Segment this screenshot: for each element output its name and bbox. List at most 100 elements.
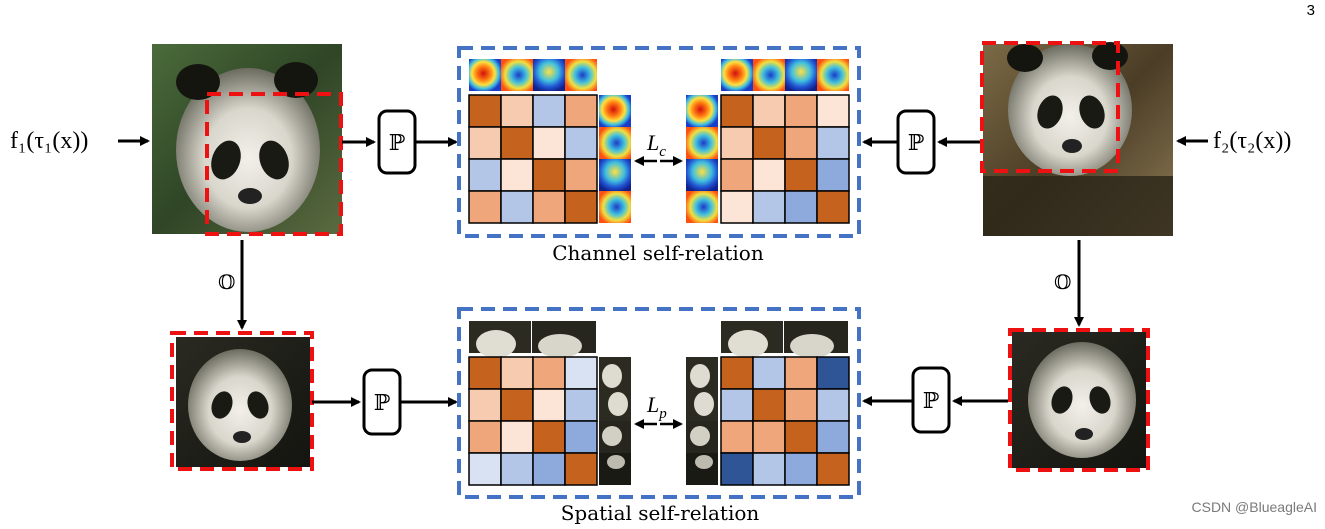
panda-image-bottom-right (1012, 332, 1146, 468)
matrix-cell (720, 420, 754, 454)
matrix-cell (784, 420, 818, 454)
matrix-cell (468, 452, 502, 486)
matrix-cell (468, 388, 502, 422)
page-number: 3 (1306, 2, 1315, 19)
channel-matrix-left (468, 94, 598, 224)
matrix-cell (468, 420, 502, 454)
matrix-cell (720, 388, 754, 422)
svg-text:ℙ: ℙ (389, 131, 406, 156)
matrix-cell (816, 190, 850, 224)
matrix-cell (784, 126, 818, 160)
matrix-cell (752, 190, 786, 224)
input-label-left: f₁(τ₁(x)) (10, 128, 88, 154)
matrix-cell (468, 158, 502, 192)
crop-operator-right: 𝕆 (1054, 270, 1071, 294)
matrix-cell (752, 356, 786, 390)
crop-box-bottom-right (1008, 328, 1150, 472)
matrix-cell (752, 94, 786, 128)
matrix-cell (784, 94, 818, 128)
panda-image-top-left (152, 44, 342, 234)
panda-image-bottom-left (176, 337, 310, 467)
matrix-cell (500, 356, 534, 390)
matrix-cell (752, 158, 786, 192)
channel-heatmap-col-right (686, 95, 718, 223)
matrix-cell (816, 94, 850, 128)
matrix-cell (564, 356, 598, 390)
matrix-cell (564, 94, 598, 128)
matrix-cell (564, 388, 598, 422)
matrix-cell (500, 452, 534, 486)
matrix-cell (500, 190, 534, 224)
matrix-cell (784, 356, 818, 390)
projection-box-top-right: ℙ (896, 109, 936, 175)
spatial-patches-col-left (599, 357, 631, 485)
matrix-cell (532, 452, 566, 486)
matrix-cell (784, 388, 818, 422)
matrix-cell (752, 388, 786, 422)
matrix-cell (564, 420, 598, 454)
matrix-cell (532, 94, 566, 128)
matrix-cell (564, 126, 598, 160)
matrix-cell (468, 356, 502, 390)
matrix-cell (468, 126, 502, 160)
crop-box-top-right (980, 41, 1120, 173)
channel-heatmap-col-left (599, 95, 631, 223)
channel-panel-border (457, 46, 861, 238)
matrix-cell (784, 452, 818, 486)
panda-image-top-right (983, 42, 1173, 236)
spatial-patches-row-right (721, 321, 848, 358)
channel-heatmap-row-left (469, 59, 597, 91)
input-label-right: f₂(τ₂(x)) (1213, 128, 1291, 154)
spatial-patches-row-left (469, 321, 596, 358)
spatial-panel-border (457, 307, 861, 499)
crop-box-top-left (205, 92, 343, 236)
matrix-cell (720, 94, 754, 128)
matrix-cell (532, 420, 566, 454)
loss-spatial-label: Lp (646, 392, 667, 422)
matrix-cell (500, 94, 534, 128)
matrix-cell (720, 126, 754, 160)
matrix-cell (564, 158, 598, 192)
matrix-cell (532, 356, 566, 390)
matrix-cell (468, 94, 502, 128)
matrix-cell (752, 452, 786, 486)
matrix-cell (532, 158, 566, 192)
spatial-matrix-right (720, 356, 850, 486)
matrix-cell (784, 158, 818, 192)
matrix-cell (500, 158, 534, 192)
matrix-cell (816, 420, 850, 454)
crop-operator-left: 𝕆 (218, 270, 235, 294)
matrix-cell (720, 190, 754, 224)
svg-text:ℙ: ℙ (374, 391, 391, 416)
matrix-cell (752, 126, 786, 160)
svg-text:ℙ: ℙ (923, 389, 940, 414)
matrix-cell (720, 452, 754, 486)
matrix-cell (816, 158, 850, 192)
loss-channel-label: Lc (646, 130, 666, 160)
matrix-cell (500, 126, 534, 160)
channel-matrix-right (720, 94, 850, 224)
caption-channel: Channel self-relation (552, 241, 764, 265)
watermark: CSDN @BlueagleAI (1191, 499, 1318, 515)
matrix-cell (532, 126, 566, 160)
matrix-cell (468, 190, 502, 224)
spatial-matrix-left (468, 356, 598, 486)
matrix-cell (816, 356, 850, 390)
matrix-cell (500, 388, 534, 422)
projection-box-bottom-right: ℙ (911, 366, 951, 434)
projection-box-bottom-left: ℙ (362, 368, 402, 436)
matrix-cell (816, 388, 850, 422)
matrix-cell (564, 452, 598, 486)
matrix-cell (720, 356, 754, 390)
matrix-cell (532, 190, 566, 224)
channel-heatmap-row-right (721, 59, 849, 91)
matrix-cell (720, 158, 754, 192)
matrix-cell (784, 190, 818, 224)
svg-text:ℙ: ℙ (908, 131, 925, 156)
matrix-cell (816, 126, 850, 160)
matrix-cell (500, 420, 534, 454)
caption-spatial: Spatial self-relation (561, 501, 760, 525)
projection-box-top-left: ℙ (377, 109, 417, 175)
matrix-cell (752, 420, 786, 454)
